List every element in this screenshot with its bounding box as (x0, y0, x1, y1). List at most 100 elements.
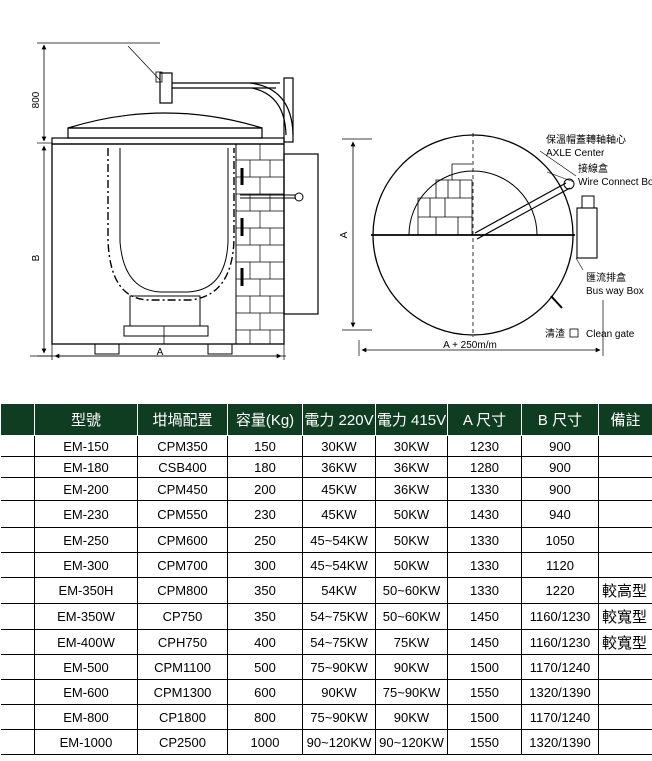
cell-power-220: 90~120KW (302, 729, 376, 755)
cell-power-415: 90KW (375, 704, 448, 730)
cell-crucible: CPM1300 (137, 679, 228, 705)
cell-capacity: 180 (227, 456, 303, 478)
cell-a-size: 1550 (447, 729, 522, 755)
cell-a-size: 1330 (447, 577, 522, 604)
cell-a-size: 1230 (447, 435, 522, 457)
cell-crucible: CSB400 (137, 456, 228, 478)
row-lead-cell (0, 527, 35, 553)
cell-capacity: 150 (227, 435, 303, 457)
cell-model: EM-150 (34, 435, 138, 457)
cell-a-size: 1450 (447, 603, 522, 630)
cell-crucible: CPM350 (137, 435, 228, 457)
cell-power-415: 50KW (375, 527, 448, 553)
row-lead-cell (0, 456, 35, 478)
row-lead-cell (0, 729, 35, 755)
header-b-size: B 尺寸 (521, 403, 599, 436)
cell-remarks (598, 435, 652, 457)
header-blank (0, 403, 35, 436)
cell-remarks: 較高型 (598, 577, 652, 604)
furnace-technical-drawing: 800 B (30, 42, 652, 360)
cell-power-220: 36KW (302, 456, 376, 478)
cell-a-size: 1430 (447, 500, 522, 528)
row-lead-cell (0, 577, 35, 604)
cell-power-415: 75KW (375, 629, 448, 655)
cell-b-size: 900 (521, 477, 599, 501)
cell-model: EM-500 (34, 654, 138, 680)
cell-power-415: 50KW (375, 552, 448, 578)
dim-a-side-label: A (339, 231, 350, 238)
cell-model: EM-230 (34, 500, 138, 528)
row-lead-cell (0, 704, 35, 730)
cell-model: EM-1000 (34, 729, 138, 755)
cell-capacity: 1000 (227, 729, 303, 755)
cell-model: EM-400W (34, 629, 138, 655)
cell-a-size: 1330 (447, 552, 522, 578)
cell-b-size: 1120 (521, 552, 599, 578)
cell-power-220: 90KW (302, 679, 376, 705)
callout-clean-zh: 清渣 (545, 327, 565, 340)
cell-model: EM-180 (34, 456, 138, 478)
cell-capacity: 300 (227, 552, 303, 578)
header-a-size: A 尺寸 (447, 403, 522, 436)
cell-remarks (598, 729, 652, 755)
cell-power-220: 54~75KW (302, 603, 376, 630)
callout-axle-zh: 保溫帽蓋轉軸軸心 (546, 133, 626, 146)
cell-power-220: 75~90KW (302, 704, 376, 730)
cell-a-size: 1330 (447, 527, 522, 553)
cell-b-size: 1220 (521, 577, 599, 604)
cell-crucible: CPM800 (137, 577, 228, 604)
cell-b-size: 1170/1240 (521, 654, 599, 680)
callout-clean-en: Clean gate (586, 329, 635, 340)
cell-capacity: 400 (227, 629, 303, 655)
row-lead-cell (0, 629, 35, 655)
cell-power-415: 50~60KW (375, 603, 448, 630)
header-remarks: 備註 (598, 403, 652, 436)
cell-capacity: 800 (227, 704, 303, 730)
cell-remarks (598, 679, 652, 705)
cell-power-220: 30KW (302, 435, 376, 457)
cell-model: EM-600 (34, 679, 138, 705)
callout-bus-zh: 匯流排盒 (586, 271, 626, 284)
cell-capacity: 600 (227, 679, 303, 705)
cell-power-415: 36KW (375, 477, 448, 501)
cell-remarks (598, 500, 652, 528)
cell-b-size: 1160/1230 (521, 629, 599, 655)
cell-remarks: 較寬型 (598, 603, 652, 630)
header-crucible: 坩堝配置 (137, 403, 228, 436)
cell-power-220: 45KW (302, 477, 376, 501)
cell-crucible: CPM700 (137, 552, 228, 578)
table-header-row: 型號 坩堝配置 容量(Kg) 電力 220V 電力 415V A 尺寸 B 尺寸… (0, 403, 652, 436)
cell-power-220: 45~54KW (302, 527, 376, 553)
cell-power-220: 54~75KW (302, 629, 376, 655)
cell-crucible: CP750 (137, 603, 228, 630)
row-lead-cell (0, 552, 35, 578)
cell-remarks (598, 654, 652, 680)
cell-crucible: CPM550 (137, 500, 228, 528)
header-power-220: 電力 220V (302, 403, 376, 436)
cell-capacity: 500 (227, 654, 303, 680)
cell-crucible: CPM1100 (137, 654, 228, 680)
cell-model: EM-250 (34, 527, 138, 553)
cell-crucible: CPH750 (137, 629, 228, 655)
cell-b-size: 1160/1230 (521, 603, 599, 630)
cell-a-size: 1500 (447, 654, 522, 680)
cell-power-415: 50~60KW (375, 577, 448, 604)
cell-b-size: 1050 (521, 527, 599, 553)
cell-crucible: CPM600 (137, 527, 228, 553)
cell-power-415: 90KW (375, 654, 448, 680)
cell-remarks (598, 456, 652, 478)
cell-remarks (598, 527, 652, 553)
cell-power-415: 75~90KW (375, 679, 448, 705)
callout-axle-en: AXLE Center (546, 148, 605, 159)
cell-power-220: 45~54KW (302, 552, 376, 578)
callout-bus-en: Bus way Box (586, 286, 644, 297)
